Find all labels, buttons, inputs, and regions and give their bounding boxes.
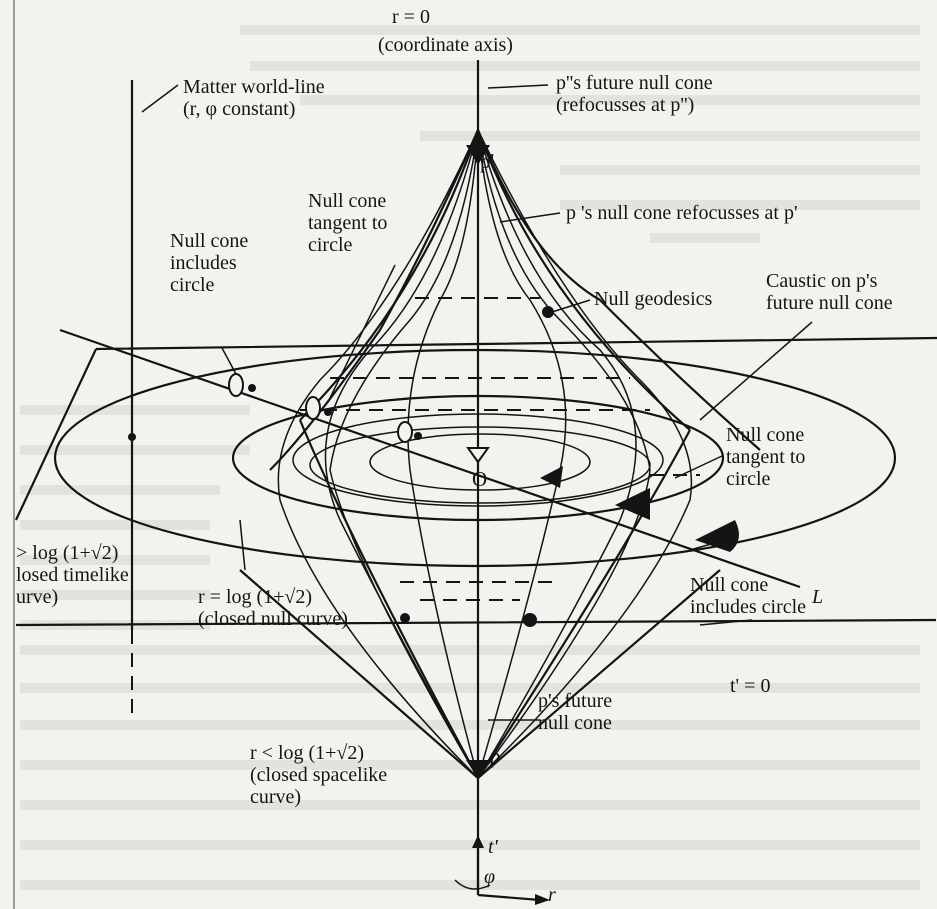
caustic-line1: Caustic on p's xyxy=(766,270,878,292)
cone-at-origin xyxy=(466,447,490,464)
filled-cone-inner xyxy=(540,466,563,488)
inner-circle-3 xyxy=(309,426,651,504)
p2-future-cone-line1: p''s future null cone xyxy=(556,72,713,94)
closed-spacelike-label: r < log (1+√2) (closed spacelike curve) xyxy=(250,742,387,808)
null-geodesics xyxy=(277,129,693,779)
null-geodesics-label: Null geodesics xyxy=(594,288,712,310)
cone-at-p-prime xyxy=(466,145,490,165)
caustic-right xyxy=(476,129,761,451)
closed-timelike-circle xyxy=(53,348,897,568)
p-prime-cone-right xyxy=(476,129,691,431)
axis-caption-label: (coordinate axis) xyxy=(378,34,513,56)
nc-tangent-right-line1: Null cone xyxy=(726,424,805,446)
caustic-label: Caustic on p's future null cone xyxy=(766,270,893,314)
r-axis-label: r xyxy=(548,884,556,906)
closed-null-line2: (closed null curve) xyxy=(198,608,348,630)
nc-includes-left-line1: Null cone xyxy=(170,230,249,252)
p-refocus-label: p 's null cone refocusses at p' xyxy=(566,202,798,224)
axis-r0-text: r = 0 xyxy=(392,6,430,28)
small-cone-middle-left xyxy=(305,396,321,420)
closed-null-label: r = log (1+√2) (closed null curve) xyxy=(198,586,348,630)
nc-includes-left-line3: circle xyxy=(170,274,215,296)
closed-spacelike-line2: (closed spacelike xyxy=(250,764,388,786)
small-cone-inner-left xyxy=(397,421,413,443)
nc-tangent-top-label: Null cone tangent to circle xyxy=(308,190,387,256)
nc-tangent-top-line1: Null cone xyxy=(308,190,387,212)
label-leaders xyxy=(141,84,813,721)
line-L-label: L xyxy=(812,586,823,608)
p-future-line2: null cone xyxy=(538,712,612,734)
nc-tangent-top-line2: tangent to xyxy=(308,212,388,234)
phi-text: φ xyxy=(484,866,496,888)
origin-label: O xyxy=(472,468,487,490)
p-text: p xyxy=(490,746,500,768)
axis-r0-label: r = 0 xyxy=(392,6,430,28)
p-prime-label: p' xyxy=(480,150,494,172)
nc-includes-right-line2: includes circle xyxy=(690,596,807,618)
small-cone-outer-left xyxy=(228,373,244,397)
small-null-cones xyxy=(228,145,739,778)
p-future-cone-lower xyxy=(239,569,721,779)
inner-circle-2 xyxy=(369,433,591,491)
closed-null-line1: r = log (1+√2) xyxy=(198,586,313,608)
t0-text: t' = 0 xyxy=(730,675,771,697)
p-future-label: p's future null cone xyxy=(538,690,612,734)
coordinate-arrows xyxy=(454,835,550,905)
closed-spacelike-line3: curve) xyxy=(250,786,302,808)
closed-timelike-line1: > log (1+√2) xyxy=(16,542,119,564)
nc-includes-left-line2: includes xyxy=(170,252,237,274)
cone-at-p xyxy=(466,760,490,778)
filled-cone-middle xyxy=(615,488,650,520)
phi-axis-label: φ xyxy=(484,866,495,888)
closed-timelike-label: > log (1+√2) losed timelike urve) xyxy=(16,542,129,608)
nc-tangent-right-line2: tangent to xyxy=(726,446,806,468)
closed-timelike-line3: urve) xyxy=(16,586,59,608)
nc-tangent-top-line3: circle xyxy=(308,234,353,256)
t-prime-axis-label: t' xyxy=(488,836,498,858)
p-future-line1: p's future xyxy=(538,690,613,712)
matter-worldline-label: Matter world-line (r, φ constant) xyxy=(183,76,325,120)
p2-future-cone-line2: (refocusses at p'') xyxy=(556,94,695,116)
matter-worldline-line2: (r, φ constant) xyxy=(183,98,296,120)
nc-tangent-right-line3: circle xyxy=(726,468,771,490)
nc-tangent-right-label: Null cone tangent to circle xyxy=(726,424,805,490)
t0-label: t' = 0 xyxy=(730,675,770,697)
closed-timelike-line2: losed timelike xyxy=(16,564,129,586)
nc-includes-right-label: Null cone includes circle xyxy=(690,574,806,618)
nc-includes-left-label: Null cone includes circle xyxy=(170,230,248,296)
null-geodesic-right-lower xyxy=(477,429,691,779)
nc-includes-right-line1: Null cone xyxy=(690,574,769,596)
p-prime-text: p' xyxy=(480,149,495,173)
dashed-section-lines xyxy=(300,297,700,601)
matter-worldline-line1: Matter world-line xyxy=(183,76,325,98)
null-geodesics-text: Null geodesics xyxy=(594,288,713,310)
p-prime-cone-left xyxy=(299,129,480,421)
axis-caption-text: (coordinate axis) xyxy=(378,34,513,56)
caustic-line2: future null cone xyxy=(766,292,893,314)
filled-cone-outer xyxy=(695,520,739,552)
line-L-text: L xyxy=(812,586,824,608)
matter-point xyxy=(128,433,136,441)
t-prime-text: t' xyxy=(488,836,498,858)
null-geodesic-left-lower xyxy=(298,419,479,779)
r-text: r xyxy=(548,884,556,906)
spacetime-plane xyxy=(15,336,937,627)
p-refocus-text: p 's null cone refocusses at p' xyxy=(566,202,798,224)
p2-future-cone-label: p''s future null cone (refocusses at p''… xyxy=(556,72,713,116)
origin-text: O xyxy=(472,467,488,491)
caustic-left xyxy=(269,129,480,471)
line-L xyxy=(59,328,801,589)
p-label: p xyxy=(490,746,500,768)
closed-spacelike-line1: r < log (1+√2) xyxy=(250,742,365,764)
